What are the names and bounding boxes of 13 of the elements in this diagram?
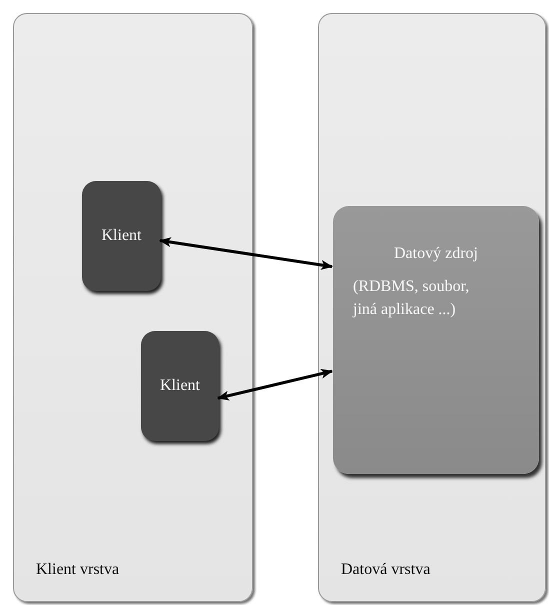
- data-source-box: [333, 206, 539, 474]
- node-label: Klient: [160, 377, 200, 395]
- node-label: Klient: [102, 227, 142, 245]
- client-box: [141, 331, 219, 441]
- layer-panel: [318, 13, 546, 602]
- double-arrow: [159, 237, 333, 270]
- layer-label: Datová vrstva: [341, 561, 430, 579]
- client-box: [82, 181, 161, 291]
- node-title: Datový zdroj: [393, 244, 479, 264]
- layer-label: Klient vrstva: [36, 561, 120, 579]
- layer-panel: [13, 13, 253, 602]
- node-description: (RDBMS, soubor, jiná aplikace ...): [352, 277, 470, 320]
- double-arrow: [217, 368, 333, 401]
